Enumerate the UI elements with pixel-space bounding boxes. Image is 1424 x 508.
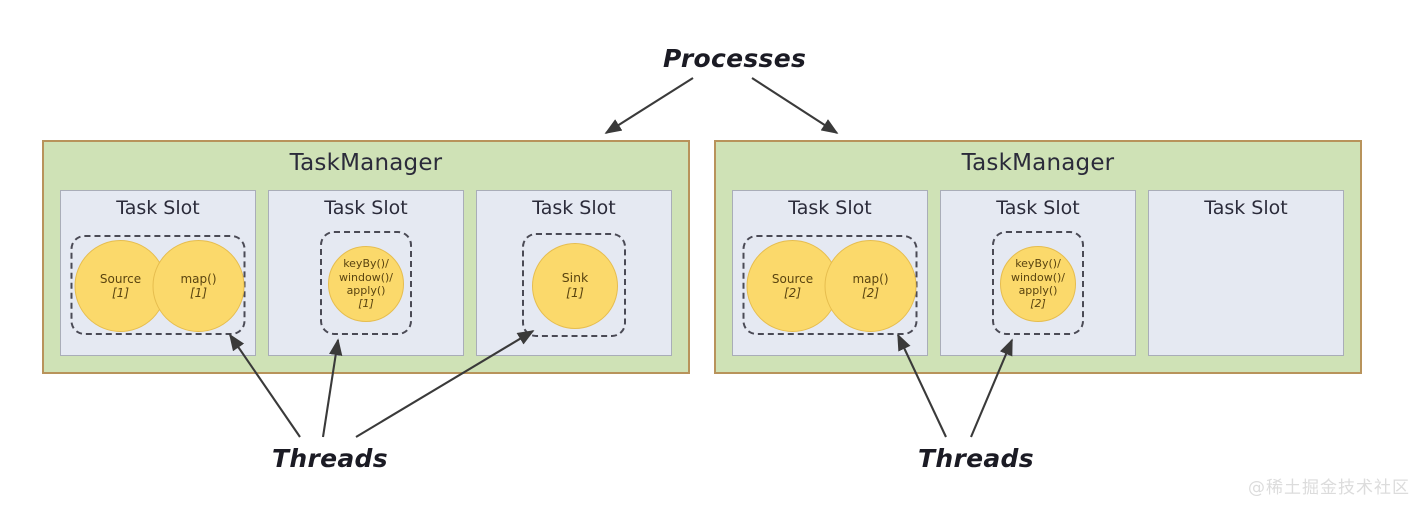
- task-slot-2-2[interactable]: Task Slot keyBy()/ window()/ apply() [2]: [940, 190, 1136, 356]
- operator-sink-1-index: [1]: [566, 285, 584, 300]
- task-group-keyby-1: keyBy()/ window()/ apply() [1]: [320, 231, 412, 335]
- task-slot-1-3-title: Task Slot: [532, 197, 616, 219]
- taskmanager-2-title: TaskManager: [961, 150, 1115, 176]
- taskmanager-2: TaskManager Task Slot Source [2] map() […: [714, 140, 1362, 374]
- arrow-processes-to-taskmanager-right: [751, 77, 839, 134]
- operator-source-2: Source [2]: [746, 240, 839, 332]
- task-slot-1-2-title: Task Slot: [324, 197, 408, 219]
- operator-source-2-index: [2]: [784, 286, 801, 300]
- task-group-keyby-2: keyBy()/ window()/ apply() [2]: [992, 231, 1084, 335]
- label-threads-right: Threads: [918, 444, 1034, 473]
- task-group-source-map-2: Source [2] map() [2]: [742, 235, 918, 335]
- arrow-processes-to-taskmanager-left: [604, 77, 694, 134]
- operator-keyby-1-index: [1]: [358, 297, 374, 311]
- operator-keyby-1: keyBy()/ window()/ apply() [1]: [328, 246, 404, 322]
- operator-keyby-2-line3: apply(): [1018, 284, 1058, 297]
- operator-keyby-1-line2: window()/: [338, 270, 394, 284]
- operator-map-1-name: map(): [180, 271, 217, 286]
- task-slot-1-1-title: Task Slot: [116, 197, 200, 219]
- taskmanager-1-slot-row: Task Slot Source [1] map() [1] Task Slot: [60, 190, 672, 356]
- taskmanager-1-title: TaskManager: [289, 150, 443, 176]
- operator-source-1: Source [1]: [74, 240, 167, 332]
- operator-keyby-1-line3: apply(): [346, 284, 386, 297]
- label-processes: Processes: [663, 44, 807, 73]
- label-threads-left: Threads: [272, 444, 388, 473]
- task-slot-1-2[interactable]: Task Slot keyBy()/ window()/ apply() [1]: [268, 190, 464, 356]
- taskmanager-1: TaskManager Task Slot Source [1] map() […: [42, 140, 690, 374]
- task-slot-2-1-title: Task Slot: [788, 197, 872, 219]
- task-group-sink-1: Sink [1]: [522, 233, 626, 337]
- operator-map-1-index: [1]: [190, 286, 207, 300]
- task-slot-2-3-empty[interactable]: Task Slot: [1148, 190, 1344, 356]
- operator-source-1-index: [1]: [112, 286, 129, 300]
- operator-map-1: map() [1]: [152, 240, 245, 332]
- operator-keyby-2-line2: window()/: [1010, 270, 1066, 284]
- operator-keyby-2: keyBy()/ window()/ apply() [2]: [1000, 246, 1076, 322]
- operator-source-1-name: Source: [99, 271, 142, 286]
- operator-keyby-2-index: [2]: [1030, 297, 1046, 311]
- task-slot-2-2-title: Task Slot: [996, 197, 1080, 219]
- operator-map-2: map() [2]: [824, 240, 917, 332]
- operator-sink-1-name: Sink: [561, 270, 589, 286]
- task-slot-1-3[interactable]: Task Slot Sink [1]: [476, 190, 672, 356]
- operator-keyby-2-line1: keyBy()/: [1015, 257, 1061, 271]
- taskmanager-2-slot-row: Task Slot Source [2] map() [2] Task Slot: [732, 190, 1344, 356]
- task-slot-2-1[interactable]: Task Slot Source [2] map() [2]: [732, 190, 928, 356]
- operator-source-2-name: Source: [771, 271, 814, 286]
- operator-sink-1: Sink [1]: [532, 243, 618, 329]
- operator-map-2-name: map(): [852, 271, 889, 286]
- task-slot-1-1[interactable]: Task Slot Source [1] map() [1]: [60, 190, 256, 356]
- operator-map-2-index: [2]: [862, 286, 879, 300]
- task-group-source-map-1: Source [1] map() [1]: [70, 235, 246, 335]
- operator-keyby-1-line1: keyBy()/: [343, 257, 389, 271]
- task-slot-2-3-title: Task Slot: [1204, 197, 1288, 219]
- watermark: @稀土掘金技术社区: [1248, 478, 1410, 498]
